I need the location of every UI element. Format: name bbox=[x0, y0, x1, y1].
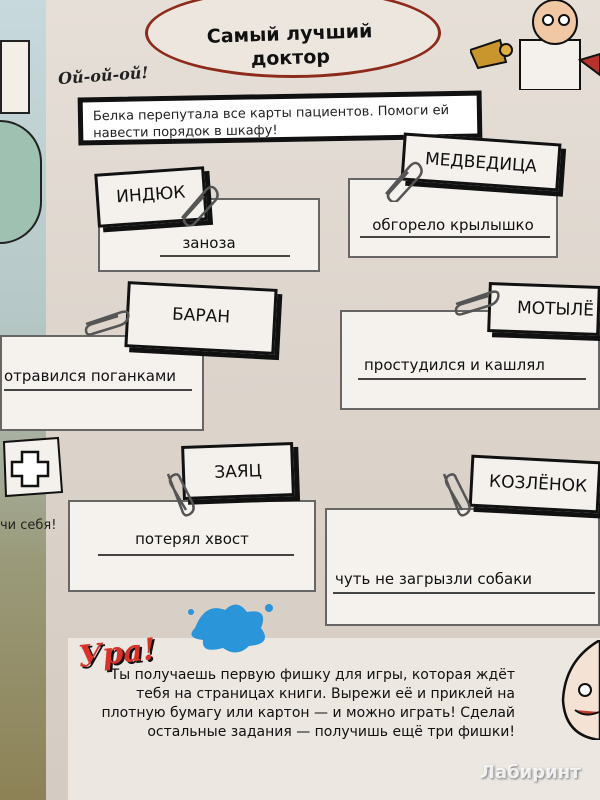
paperclip-icon bbox=[385, 161, 423, 202]
patient-card: чуть не загрызли собаки bbox=[325, 508, 600, 626]
side-note bbox=[0, 40, 30, 114]
ailment-text: заноза bbox=[182, 234, 236, 252]
ailment-text: отравился поганками bbox=[4, 367, 177, 385]
doctor-illustration bbox=[470, 0, 600, 90]
splash-icon bbox=[188, 604, 273, 653]
patient-name: МОТЫЛЁ bbox=[516, 298, 595, 321]
paperclip-icon bbox=[84, 310, 130, 336]
answer-line bbox=[98, 554, 294, 556]
paperclip-icon bbox=[454, 290, 500, 316]
ailment-text: обгорело крылышко bbox=[372, 216, 534, 234]
patient-name: БАРАН bbox=[171, 304, 231, 328]
patient-name: МЕДВЕДИЦА bbox=[424, 149, 538, 177]
answer-line bbox=[160, 255, 290, 257]
title-oval bbox=[145, 0, 441, 78]
patient-tag[interactable]: БАРАН bbox=[124, 281, 278, 355]
paperclip-icon bbox=[442, 473, 471, 517]
paperclip-icon bbox=[181, 185, 219, 226]
watermark-text: Лабиринт bbox=[480, 762, 581, 783]
answer-line bbox=[360, 236, 550, 238]
first-aid-icon bbox=[2, 436, 64, 498]
page-title: Самый лучший доктор bbox=[206, 20, 373, 71]
reward-text: Ты получаешь первую фишку для игры, кото… bbox=[101, 667, 515, 740]
heal-yourself-text: чи себя! bbox=[0, 518, 57, 533]
character-illustration bbox=[561, 640, 600, 740]
ailment-text: потерял хвост bbox=[135, 530, 249, 548]
patient-tag[interactable]: МОТЫЛЁ bbox=[487, 282, 600, 336]
answer-line bbox=[4, 389, 192, 391]
ailment-text: чуть не загрызли собаки bbox=[335, 570, 533, 588]
patient-tag[interactable]: КОЗЛЁНОК bbox=[468, 454, 600, 514]
answer-line bbox=[333, 592, 595, 594]
patient-card: отравился поганками bbox=[0, 335, 204, 431]
ailment-text: простудился и кашлял bbox=[364, 356, 545, 374]
patient-card: обгорело крылышко bbox=[348, 178, 558, 258]
patient-card: заноза bbox=[98, 198, 320, 272]
answer-line bbox=[358, 378, 586, 380]
reward-panel bbox=[68, 638, 600, 800]
leaf-illustration bbox=[0, 120, 42, 244]
patient-name: КОЗЛЁНОК bbox=[488, 471, 588, 497]
paperclip-icon bbox=[166, 473, 195, 517]
patient-name: ЗАЯЦ bbox=[213, 461, 263, 483]
